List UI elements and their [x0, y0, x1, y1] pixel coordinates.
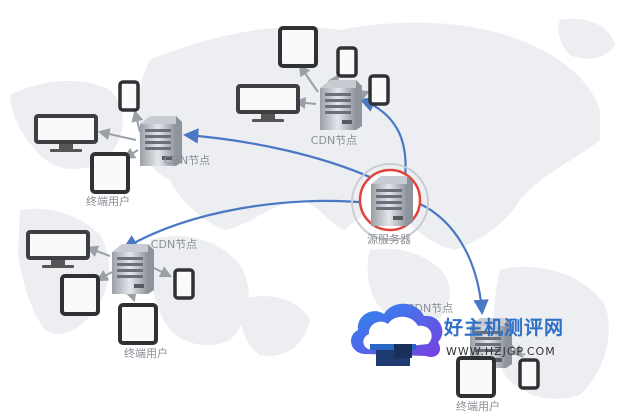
phone-icon [173, 268, 195, 300]
tablet-icon [118, 303, 158, 345]
arrow-to-cdn-left [182, 128, 373, 180]
phone-icon [518, 358, 540, 390]
watermark: 好主机测评网 WWW.HZJGP.COM [351, 303, 564, 366]
arrow-to-cdn-bottom [417, 202, 489, 316]
tablet-icon [90, 152, 130, 194]
watermark-name: 好主机测评网 [443, 316, 564, 339]
end-user-label: 终端用户 [86, 194, 130, 208]
tablet-icon [456, 356, 496, 398]
server-icon [112, 244, 154, 294]
tablet-icon [60, 274, 100, 316]
world-map-background [10, 18, 615, 399]
cloud-logo-icon [351, 303, 443, 366]
arrow-to-cdn-mid [122, 199, 369, 250]
source-server-label: 源服务器 [367, 232, 411, 246]
phone-icon [368, 74, 390, 106]
end-user-label: 终端用户 [456, 399, 500, 413]
cdn-node-top: CDN节点 [236, 26, 390, 147]
server-icon [320, 80, 362, 130]
source-server-icon [371, 176, 413, 226]
cdn-node-label: CDN节点 [311, 134, 357, 147]
phone-icon [336, 46, 358, 78]
end-user-label: 终端用户 [124, 346, 168, 360]
phone-icon [118, 80, 140, 112]
cdn-node-left: CDN节点 终端用户 [34, 80, 210, 208]
source-server: 源服务器 [351, 163, 429, 246]
outer-ring [351, 163, 429, 241]
tablet-icon [278, 26, 318, 68]
watermark-url: WWW.HZJGP.COM [446, 345, 556, 358]
cdn-node-mid: CDN节点 终端用户 [26, 230, 197, 360]
cdn-node-label: CDN节点 [151, 238, 197, 251]
cdn-node-label: CDN节点 [164, 154, 210, 167]
